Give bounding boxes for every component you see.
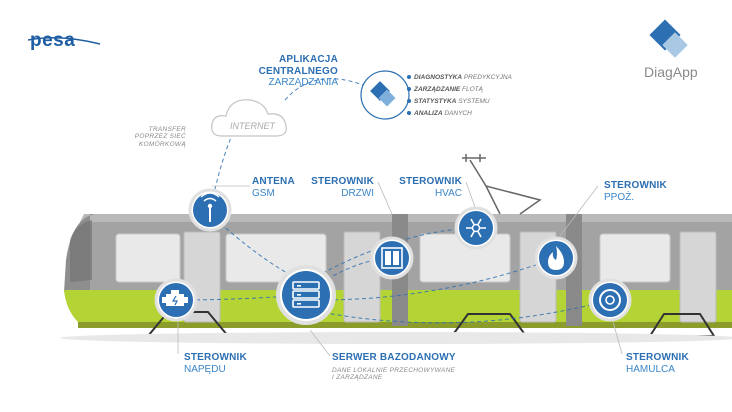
hamulca-label: STEROWNIK HAMULCA bbox=[626, 352, 689, 375]
diagapp-logo: DiagApp bbox=[644, 64, 698, 80]
pointer-lines bbox=[177, 181, 623, 357]
diag-item: STATYSTYKA SYSTEMU bbox=[414, 98, 490, 105]
engine-controller-icon bbox=[154, 278, 198, 322]
serwer-label: SERWER BAZODANOWY DANE LOKALNIE PRZECHOW… bbox=[332, 352, 456, 381]
antena-label: ANTENA GSM bbox=[252, 176, 295, 199]
drzwi-label: STEROWNIK DRZWI bbox=[311, 176, 374, 199]
pesa-logo: pesa bbox=[30, 30, 76, 51]
app-label: APLIKACJA CENTRALNEGO ZARZĄDZANIA bbox=[258, 54, 338, 88]
hvac-label: STEROWNIK HVAC bbox=[399, 176, 462, 199]
fire-controller-icon bbox=[534, 236, 578, 280]
diagapp-logo-icon bbox=[649, 19, 688, 58]
internet-label: INTERNET bbox=[230, 121, 275, 131]
diag-item: ANALIZA DANYCH bbox=[414, 110, 472, 117]
brake-controller-icon bbox=[588, 278, 632, 322]
antenna-icon bbox=[188, 188, 232, 232]
internet-cloud-icon bbox=[211, 99, 287, 137]
diag-item: DIAGNOSTYKA PREDYKCYJNA bbox=[414, 74, 512, 81]
transfer-label: TRANSFER POPRZEZ SIEĆ KOMÓRKOWĄ bbox=[134, 126, 186, 148]
ppoz-label: STEROWNIK PPOŻ. bbox=[604, 180, 667, 203]
pesa-logo-icon bbox=[27, 37, 101, 45]
hvac-controller-icon bbox=[454, 206, 498, 250]
server-icon bbox=[276, 265, 336, 325]
door-controller-icon bbox=[370, 236, 414, 280]
central-app-icon bbox=[360, 70, 411, 120]
napedu-label: STEROWNIK NAPĘDU bbox=[184, 352, 247, 375]
diag-item: ZARZĄDZANIE FLOTĄ bbox=[414, 86, 483, 93]
